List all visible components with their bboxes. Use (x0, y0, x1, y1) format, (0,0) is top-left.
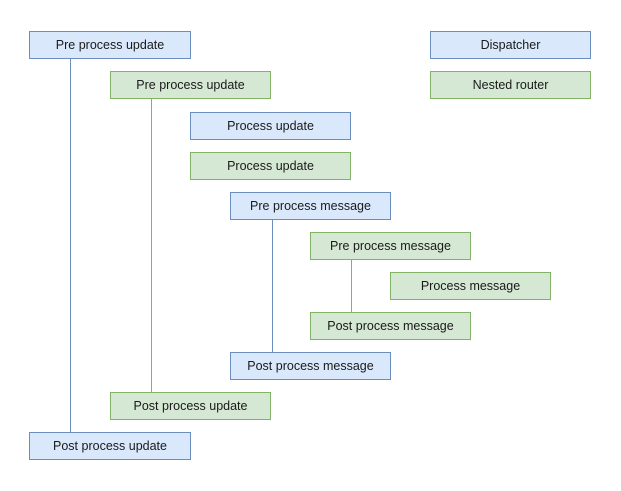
legend-item-nested-router[interactable]: Nested router (430, 71, 591, 99)
lifeline-dispatcher-outer (70, 59, 71, 433)
node-pre-process-update-router[interactable]: Pre process update (110, 71, 271, 99)
node-process-update-dispatcher[interactable]: Process update (190, 112, 351, 140)
lifeline-router-inner (351, 260, 352, 313)
node-process-message-router[interactable]: Process message (390, 272, 551, 300)
node-pre-process-message-router[interactable]: Pre process message (310, 232, 471, 260)
node-post-process-update-dispatcher[interactable]: Post process update (29, 432, 191, 460)
lifeline-router-outer (151, 99, 152, 393)
node-post-process-update-router[interactable]: Post process update (110, 392, 271, 420)
lifeline-dispatcher-inner (272, 220, 273, 353)
node-process-update-router[interactable]: Process update (190, 152, 351, 180)
node-post-process-message-router[interactable]: Post process message (310, 312, 471, 340)
node-post-process-message-dispatcher[interactable]: Post process message (230, 352, 391, 380)
node-pre-process-message-dispatcher[interactable]: Pre process message (230, 192, 391, 220)
node-pre-process-update-dispatcher[interactable]: Pre process update (29, 31, 191, 59)
legend-item-dispatcher[interactable]: Dispatcher (430, 31, 591, 59)
